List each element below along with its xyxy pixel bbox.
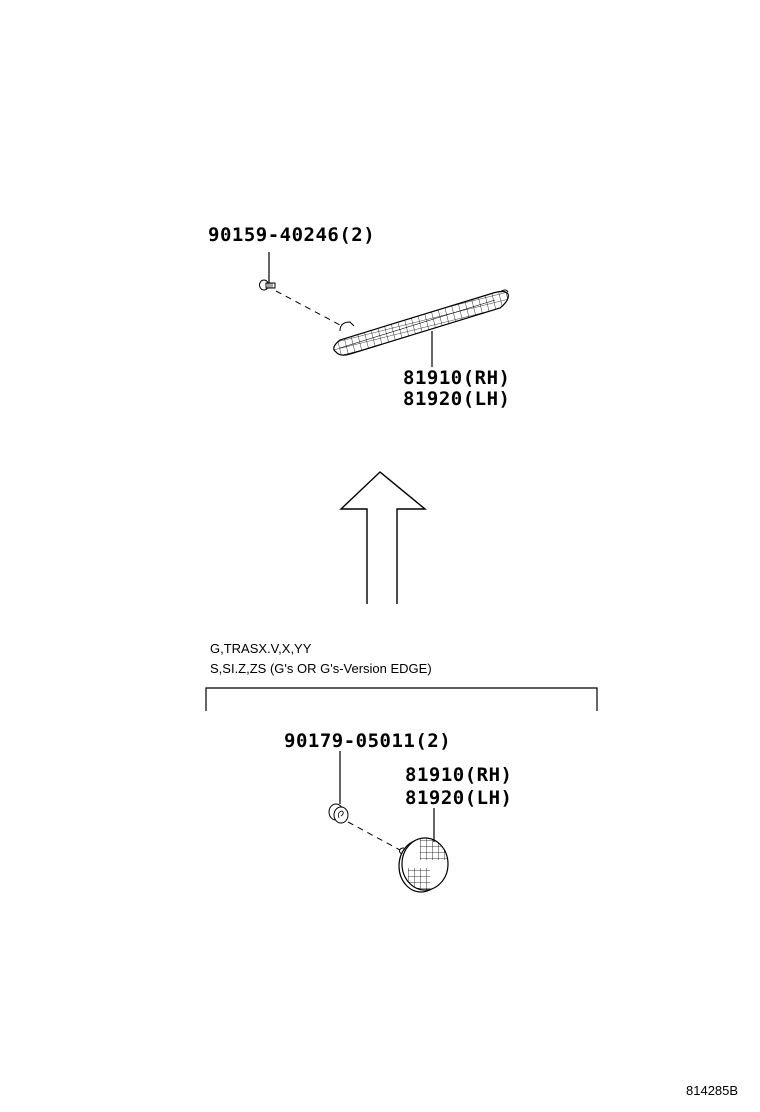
round-reflector-icon	[398, 837, 449, 893]
lower-reflector-part-number-lh: 81920(LH)	[405, 787, 513, 809]
reference-code: 814285B	[686, 1083, 739, 1098]
assembly-dashed-line	[275, 290, 341, 326]
lower-reflector-part-number-rh: 81910(RH)	[405, 764, 513, 786]
lower-assembly-dashed-line	[347, 821, 401, 851]
side-reflector-bar-icon	[333, 289, 509, 356]
condition-line-1: G,TRASX.V,X,YY	[210, 641, 312, 656]
reflector-part-number-lh: 81920(LH)	[403, 388, 511, 410]
nut-part-number: 90179-05011(2)	[284, 730, 452, 752]
reflector-part-number-rh: 81910(RH)	[403, 367, 511, 389]
upgrade-arrow-icon	[339, 471, 427, 604]
screw-part-number: 90159-40246(2)	[208, 224, 376, 246]
screw-icon	[259, 279, 276, 291]
condition-line-2: S,SI.Z,ZS (G's OR G's-Version EDGE)	[210, 661, 432, 676]
nut-icon	[328, 803, 349, 824]
condition-bracket	[205, 687, 598, 711]
